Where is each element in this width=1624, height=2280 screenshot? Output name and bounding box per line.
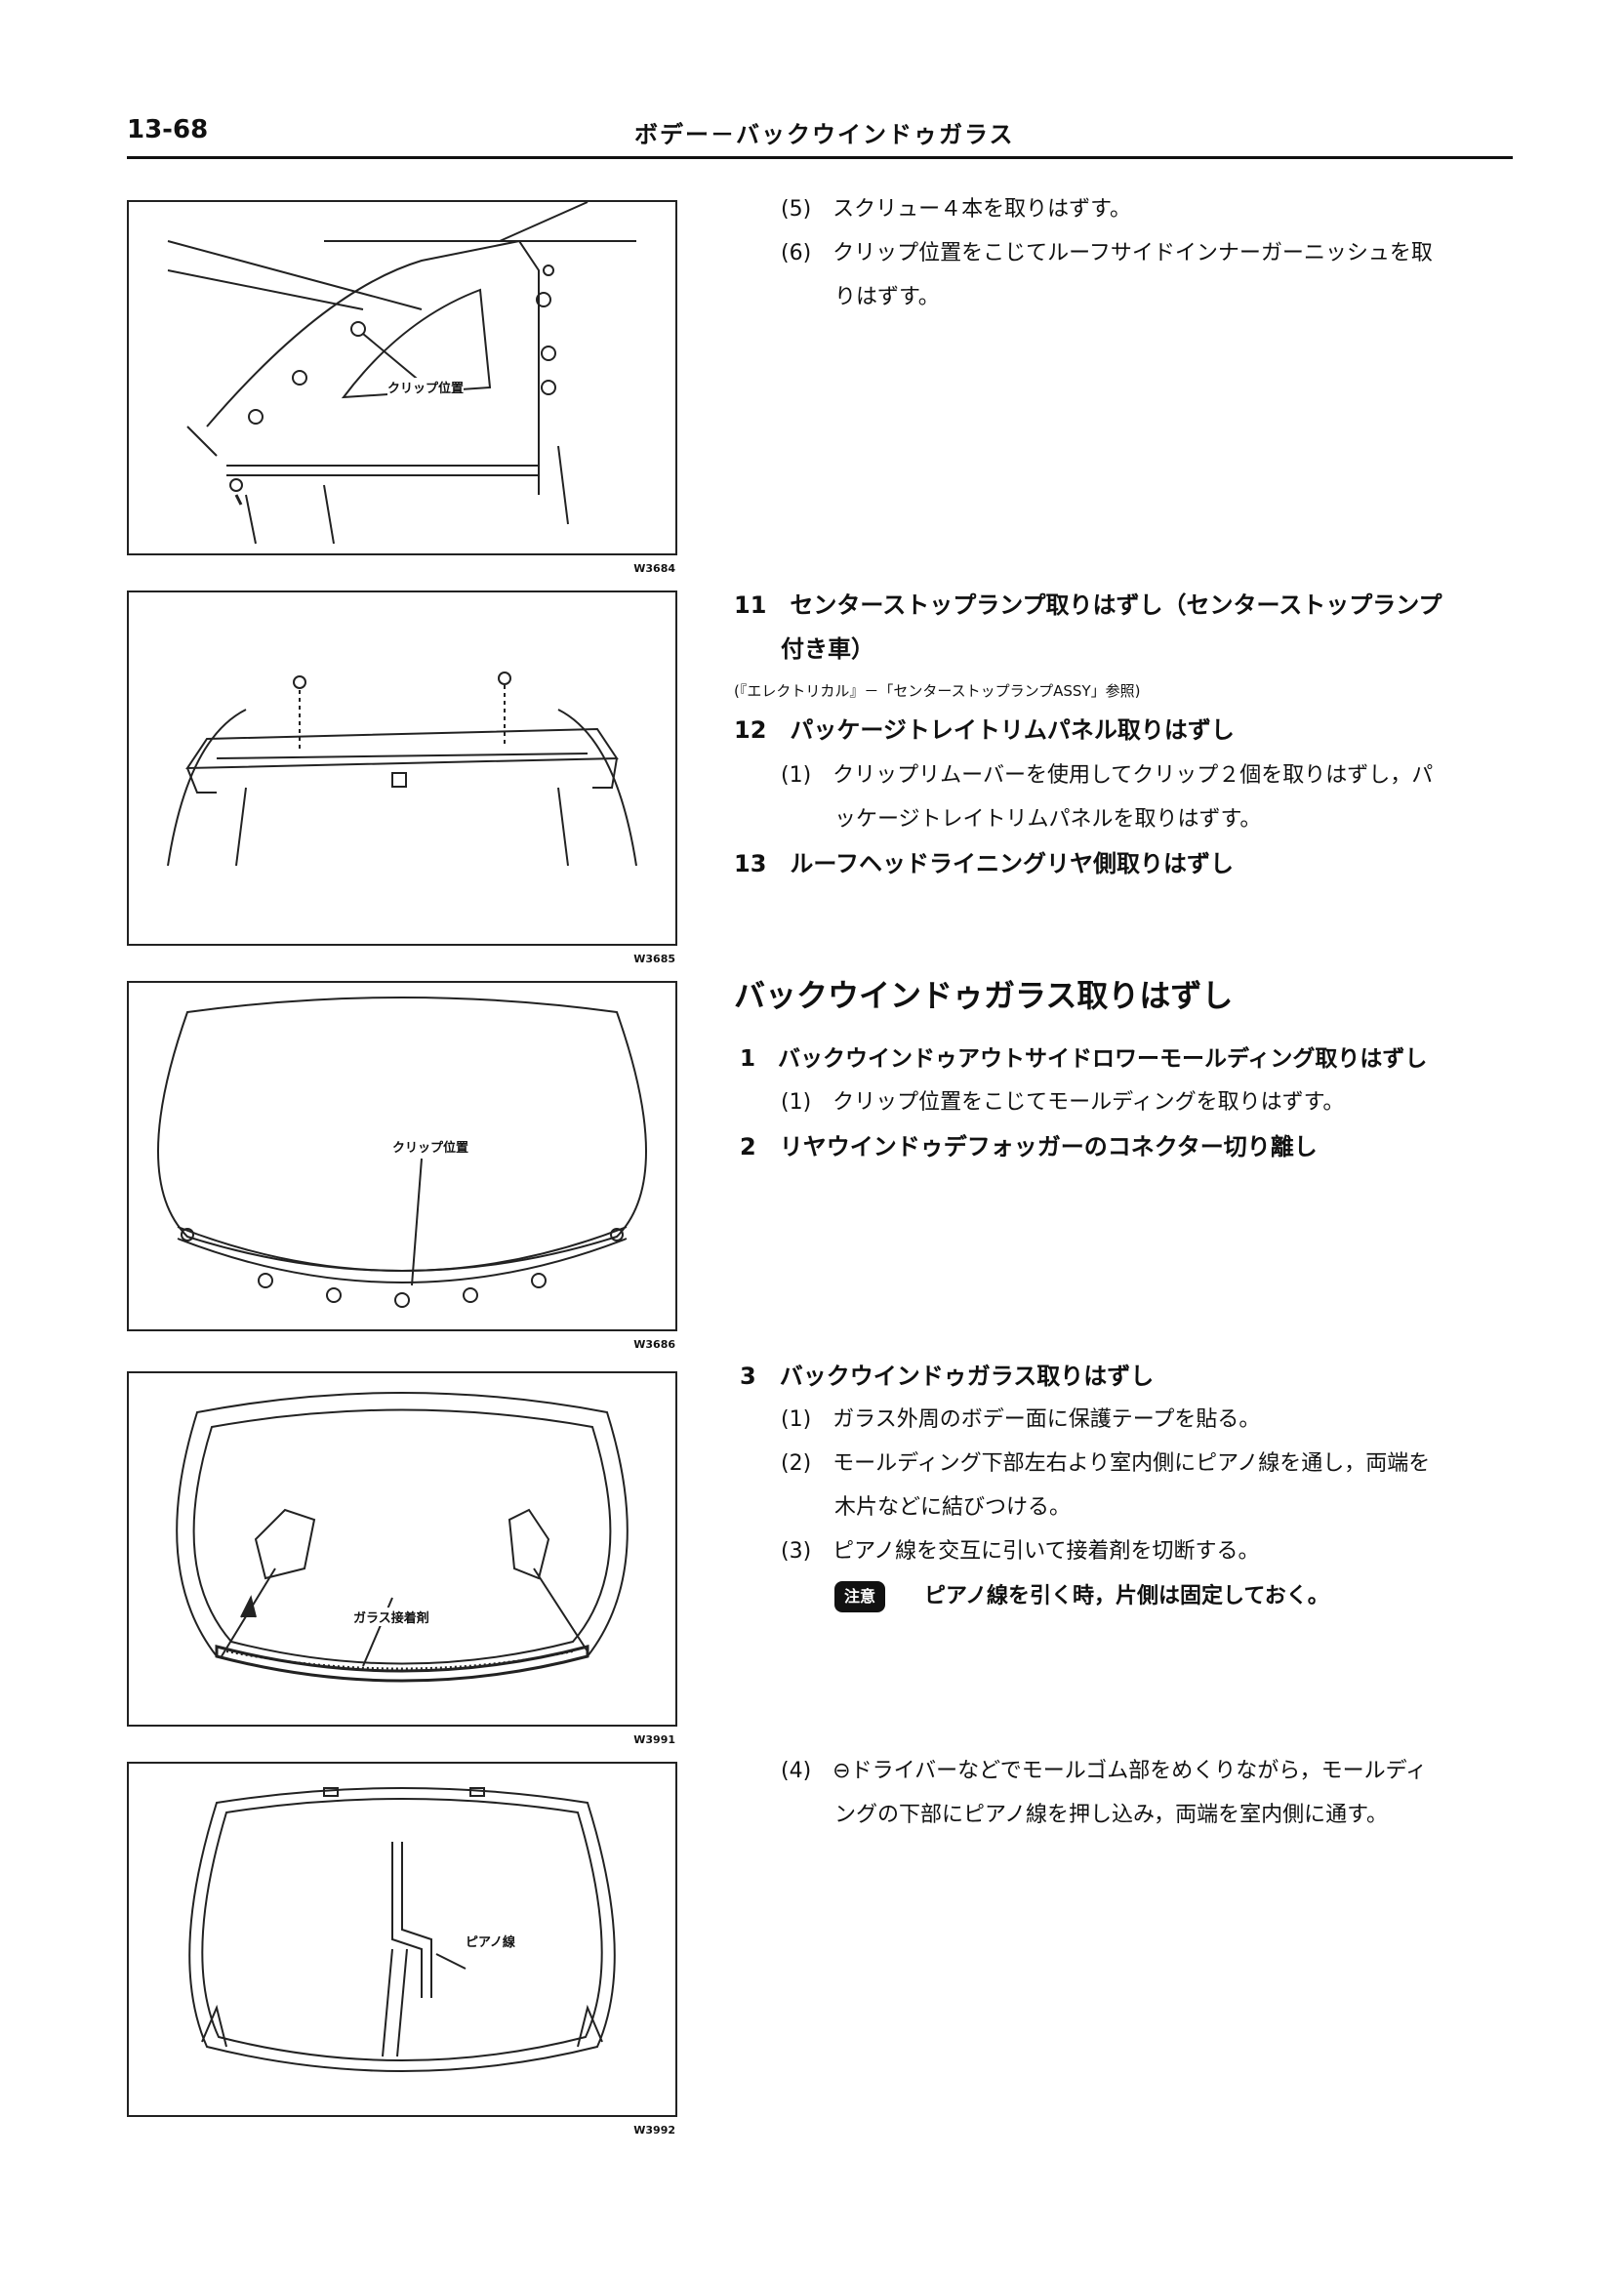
figure-code: W3685 [633,953,675,965]
step-6-line-2: りはずす。 [834,285,940,309]
roof-side-garnish-illustration [167,202,636,545]
step-3-4-line-1: (4) ⊖ドライバーなどでモールゴム部をめくりながら，モールディ [781,1759,1428,1783]
figure-callout: ガラス接着剤 [353,1608,429,1626]
step-12-1-line-1: (1) クリップリムーバーを使用してクリップ２個を取りはずし，パ [781,763,1434,788]
page-title: ボデー－バックウインドゥガラス [634,121,1015,148]
heading-1: 1 バックウインドゥアウトサイドロワーモールディング取りはずし [740,1046,1428,1072]
figure-callout: クリップ位置 [392,1137,469,1156]
heading-12: 12 パッケージトレイトリムパネル取りはずし [734,716,1235,744]
reference-11: (『エレクトリカル』－「センターストップランプASSY」参照) [734,682,1141,700]
figure-piano-wire: ピアノ線 W3992 [127,1762,677,2137]
package-tray-illustration [167,672,637,867]
heading-11-line-2: 付き車） [781,635,874,663]
glass-removal-illustration [176,1392,629,1683]
section-heading: バックウインドゥガラス取りはずし [734,977,1234,1014]
figure-roof-side-garnish: クリップ位置 W3684 [127,200,677,575]
heading-3: 3 バックウインドゥガラス取りはずし [740,1363,1155,1390]
header-rule [127,156,1513,159]
figure-code: W3686 [633,1338,675,1351]
caution-text: ピアノ線を引く時，片側は固定しておく。 [924,1584,1329,1608]
figure-package-tray: W3685 [127,590,677,965]
lower-molding-illustration [157,997,647,1308]
caution-note: 注意 ピアノ線を引く時，片側は固定しておく。 [834,1581,1329,1612]
figure-code: W3684 [633,562,675,575]
step-6-line-1: (6) クリップ位置をこじてルーフサイドインナーガーニッシュを取 [781,241,1433,265]
heading-13: 13 ルーフヘッドライニングリヤ側取りはずし [734,850,1234,877]
heading-11-line-1: 11 センターストップランプ取りはずし（センターストップランプ [734,591,1442,619]
figure-code: W3992 [633,2124,675,2137]
figure-code: W3991 [633,1733,675,1746]
step-3-2-line-2: 木片などに結びつける。 [834,1495,1072,1520]
caution-badge: 注意 [834,1581,886,1612]
step-12-1-line-2: ッケージトレイトリムパネルを取りはずす。 [834,807,1262,832]
step-3-1: (1) ガラス外周のボデー面に保護テープを貼る。 [781,1407,1261,1432]
figure-glass-removal: ガラス接着剤 W3991 [127,1371,677,1746]
step-3-2-line-1: (2) モールディング下部左右より室内側にピアノ線を通し，両端を [781,1451,1431,1476]
step-3-4-line-2: ングの下部にピアノ線を押し込み，両端を室内側に通す。 [834,1803,1388,1827]
step-3-3: (3) ピアノ線を交互に引いて接着剤を切断する。 [781,1539,1260,1564]
piano-wire-illustration [188,1787,616,2072]
page-number: 13-68 [127,115,209,144]
step-5: (5) スクリュー４本を取りはずす。 [781,197,1131,222]
heading-2: 2 リヤウインドゥデフォッガーのコネクター切り離し [740,1133,1318,1160]
figure-lower-molding: クリップ位置 W3686 [127,981,677,1351]
figure-callout: クリップ位置 [387,378,465,396]
step-1-1: (1) クリップ位置をこじてモールディングを取りはずす。 [781,1090,1345,1115]
figure-callout: ピアノ線 [466,1932,515,1950]
